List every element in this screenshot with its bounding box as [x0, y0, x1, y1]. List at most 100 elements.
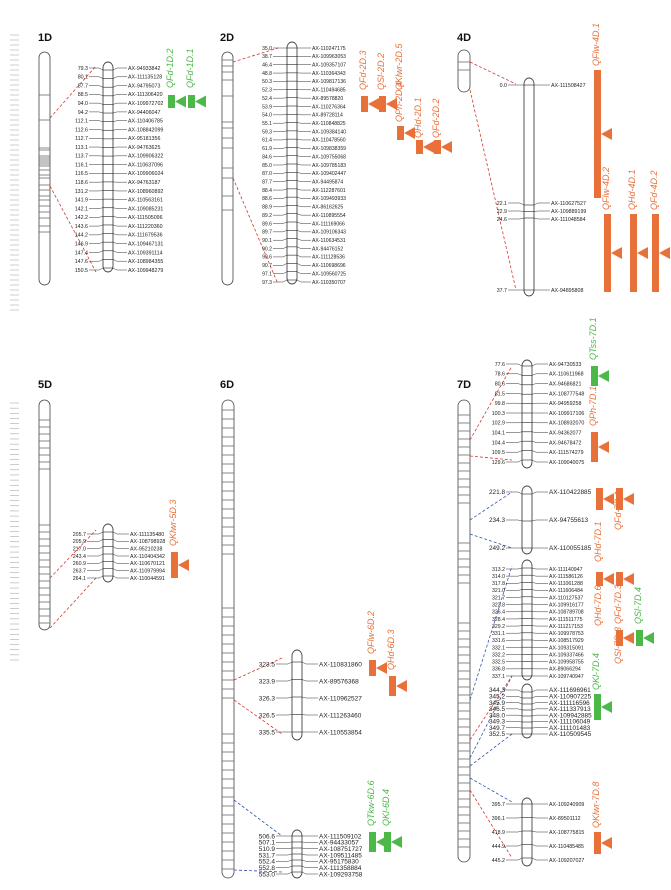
7D-c-name-leader — [531, 574, 548, 577]
qtl-label-QKlwr-7D.8: QKlwr-7D.8 — [591, 782, 601, 828]
7D-a-name-leader — [531, 373, 548, 376]
2D-marker-name: AX-109493933 — [312, 196, 346, 202]
7D-d-pos-leader — [506, 721, 523, 723]
4D-marker-name: AX-94895808 — [551, 288, 583, 294]
5D-marker-position: 263.7 — [73, 569, 86, 575]
7D-c-marker-position: 313.2 — [492, 567, 505, 573]
7D-c-marker-position: 317.8 — [492, 581, 505, 587]
6D-bottom-name-leader — [301, 853, 318, 856]
1D-name-leader — [112, 241, 127, 244]
1D-name-leader — [112, 259, 127, 262]
1D-marker-position: 116.5 — [75, 171, 88, 177]
2D-marker-name: AX-111169066 — [312, 221, 345, 227]
6D-top-marker-position: 326.3 — [259, 695, 276, 702]
7D-c-name-leader — [531, 603, 548, 605]
6D-bottom-marker-position: 552.8 — [259, 865, 276, 872]
qtl-7D-QHd-7D.6-peak-marker — [603, 573, 614, 585]
7D-a-name-leader — [531, 459, 548, 463]
qtl-label-QHd-6D.3: QHd-6D.3 — [386, 629, 396, 670]
7D-e-marker-name: AX-89501112 — [549, 816, 581, 822]
1D-name-leader — [112, 85, 127, 88]
7D-a-marker-position: 80.6 — [495, 381, 505, 387]
linkage-7D-1 — [521, 359, 533, 469]
7D-e-pos-leader — [506, 857, 523, 861]
1D-marker-name: AX-109085231 — [128, 206, 163, 212]
linkage-4D — [523, 77, 535, 297]
5D-pos-leader — [87, 553, 104, 557]
2D-pos-leader — [273, 246, 288, 249]
7D-d-pos-leader — [506, 714, 523, 717]
dash-4D-bottom — [469, 89, 517, 291]
6D-bottom-marker-position: 553.0 — [259, 871, 276, 878]
5D-pos-leader — [87, 568, 104, 571]
1D-marker-position: 147.6 — [75, 259, 88, 265]
dash-7D-c — [469, 491, 513, 521]
1D-pos-leader — [89, 85, 104, 88]
7D-b-pos-leader — [506, 519, 523, 522]
2D-marker-position: 84.6 — [262, 154, 272, 160]
7D-e-pos-leader — [506, 817, 523, 819]
4D-marker-name: AX-109889199 — [551, 209, 586, 215]
7D-a-pos-leader — [506, 393, 523, 395]
2D-marker-position: 52.3 — [262, 88, 272, 94]
qtl-label-QKlwr-2D.5: QKlwr-2D.5 — [394, 43, 404, 90]
2D-marker-position: 38.7 — [262, 54, 272, 60]
4D-marker-name: AX-111508427 — [551, 83, 586, 89]
6D-bottom-marker-name: AX-94433057 — [319, 840, 359, 847]
qtl-7D-QKlwr-7D.8-bar — [594, 832, 601, 854]
2D-pos-leader — [273, 130, 288, 132]
1D-pos-leader — [89, 259, 104, 262]
2D-marker-name: AX-110364343 — [312, 71, 346, 77]
5D-marker-position: 205.9 — [73, 539, 86, 545]
7D-c-marker-name: AX-111511775 — [549, 617, 583, 623]
7D-a-name-leader — [531, 450, 548, 453]
qtl-7D-QPh-7D.1-bar — [591, 432, 598, 462]
1D-name-leader — [112, 233, 127, 236]
1D-pos-leader — [89, 198, 104, 200]
6D-top-marker-name: AX-110553854 — [319, 729, 362, 736]
7D-c-marker-position: 331.6 — [492, 638, 505, 644]
7D-c-marker-position: 321.0 — [492, 588, 505, 594]
5D-name-leader — [112, 561, 129, 564]
qtl-label-QKl-7D.4: QKl-7D.4 — [591, 653, 601, 690]
7D-c-marker-position: 314.0 — [492, 574, 505, 580]
6D-bottom-name-leader — [301, 871, 318, 875]
7D-d-name-leader — [531, 696, 548, 699]
5D-name-leader — [112, 531, 129, 535]
2D-marker-name: AX-110848825 — [312, 121, 346, 127]
qtl-label-QFlw-4D.2: QFlw-4D.2 — [601, 167, 611, 210]
overview-2D — [221, 51, 234, 286]
2D-marker-name: AX-110634531 — [312, 238, 346, 244]
qtl-7D-QFd-7D.3-bar — [616, 572, 623, 586]
qtl-label-QKlwr-5D.3: QKlwr-5D.3 — [168, 500, 178, 546]
qtl-label-QSl-7D.4: QSl-7D.4 — [633, 587, 643, 624]
2D-marker-name: AX-112287601 — [312, 188, 346, 194]
qtl-6D-QFlw-6D.2-bar — [369, 660, 376, 676]
linkage-1D — [102, 61, 114, 273]
linkage-7D-2 — [521, 485, 533, 555]
qtl-4D-QFlw-4D.2-bar — [604, 214, 611, 292]
6D-bottom-marker-name: AX-95175830 — [319, 859, 359, 866]
1D-name-leader — [112, 198, 127, 200]
2D-pos-leader — [273, 263, 288, 266]
qtl-4D-QFd-4D.2-peak-marker — [659, 247, 670, 259]
2D-pos-leader — [273, 180, 288, 182]
2D-pos-leader — [273, 230, 288, 233]
5D-name-leader — [112, 539, 129, 542]
2D-marker-name: AX-110895554 — [312, 213, 346, 219]
6D-bottom-pos-leader — [276, 859, 293, 862]
7D-e-marker-position: 444.9 — [492, 844, 505, 850]
6D-bottom-marker-position: 531.7 — [259, 852, 276, 859]
qtl-label-QPh-7D.1: QPh-7D.1 — [588, 386, 598, 426]
2D-name-leader — [296, 147, 311, 149]
7D-a-pos-leader — [506, 383, 523, 386]
7D-d-name-leader — [531, 708, 548, 711]
7D-a-pos-leader — [506, 440, 523, 443]
2D-marker-name: AX-109106343 — [312, 230, 346, 236]
2D-name-leader — [296, 130, 311, 132]
1D-pos-leader — [89, 241, 104, 244]
2D-pos-leader — [273, 254, 288, 258]
7D-b-marker-position: 249.2 — [489, 545, 505, 552]
1D-name-leader — [112, 76, 127, 79]
chromosome-title-7D: 7D — [457, 379, 471, 391]
